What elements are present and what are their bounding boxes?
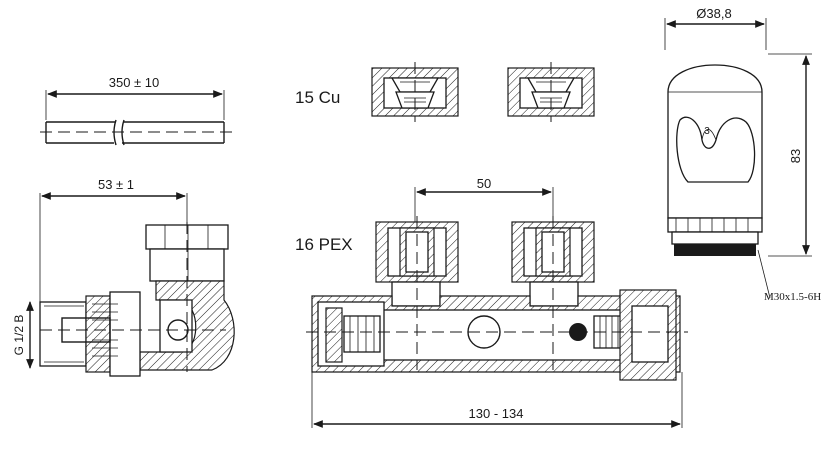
spacing-dimension: 50	[477, 176, 491, 191]
pex-label: 16 PEX	[295, 235, 353, 254]
head-height-dimension: 83	[788, 149, 803, 163]
copper-fitting-2	[507, 62, 595, 122]
copper-fitting-1	[371, 62, 459, 122]
angle-valve-view: 53 ± 1 G 1/2 B	[12, 177, 235, 377]
pex-valve-view: 50	[306, 176, 688, 428]
head-diameter-dimension: Ø38,8	[696, 6, 731, 21]
pipe-length-dimension: 350 ± 10	[109, 75, 160, 90]
angle-length-dimension: 53 ± 1	[98, 177, 134, 192]
thread-dimension: G 1/2 B	[12, 315, 26, 356]
pipe-view: 350 ± 10	[40, 75, 232, 146]
head-scale-mark: 3	[704, 126, 710, 137]
copper-label: 15 Cu	[295, 88, 340, 107]
thermostatic-head-view: Ø38,8 83 3 M30x1.5-6H	[664, 6, 821, 303]
body-length-dimension: 130 - 134	[469, 406, 524, 421]
head-thread-dimension: M30x1.5-6H	[764, 291, 821, 303]
